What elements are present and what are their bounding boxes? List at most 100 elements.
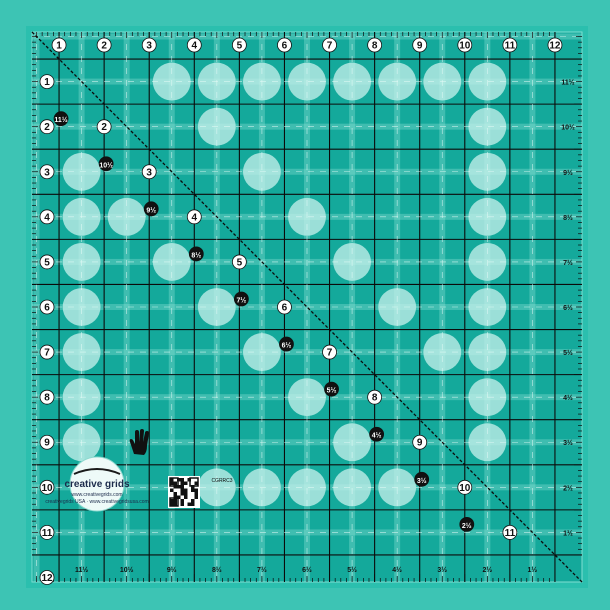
left-number-label: 2 [44,122,50,133]
diagonal-number-label: 11 [505,528,516,539]
diagonal-number-label: 10 [459,483,471,494]
left-number-bg [39,570,55,585]
diagonal-number-bg [502,525,518,540]
light-strip-h [32,349,582,356]
left-number: 9 [39,434,55,450]
qr-cell [170,502,174,506]
diagonal-fraction-label: 11½ [54,116,67,124]
diagonal-fraction-bg [98,156,114,172]
right-fraction: 2½ [563,484,573,492]
left-number: 7 [39,344,55,360]
qr-cell [170,488,174,492]
diagonal-fraction: 3½ [414,471,430,487]
top-number-label: 11 [505,41,516,52]
qr-cell [180,502,184,506]
left-number-bg [39,119,55,135]
qr-finder [169,477,179,487]
qr-cell [191,502,195,506]
light-strip-h [32,304,582,310]
diagonal-fraction-label: 3½ [417,477,427,485]
left-number: 6 [39,299,55,315]
hand-icon [129,429,149,455]
top-number-bg [141,37,157,53]
grid-circle [468,288,507,326]
right-fraction: 3½ [563,439,573,447]
top-number: 2 [96,37,112,53]
top-number-label: 10 [459,41,471,52]
diagonal-fraction-label: 8½ [191,251,201,259]
left-number-label: 1 [44,77,50,88]
diagonal-fraction: 5½ [324,381,339,397]
diagonal-number: 2 [96,119,112,135]
top-number-bg [186,37,202,53]
right-fraction: 9½ [563,169,573,177]
qr-finder [189,477,199,487]
bottom-fraction: 2½ [482,566,492,574]
diagonal-number: 6 [277,299,292,315]
right-fraction: 7½ [563,259,573,267]
qr-cell [194,481,198,485]
left-number: 3 [39,164,55,180]
qr-cell [180,492,184,496]
light-strip-h [32,168,582,175]
left-number: 8 [39,389,55,405]
diagonal-number-bg [457,479,473,495]
grid-circle [468,107,507,146]
creative-grids-logo: creative grids www.creativegrids.com cre… [45,456,149,512]
right-fraction: 5½ [563,349,573,357]
top-number-label: 4 [192,41,198,52]
top-number: 12 [547,37,563,53]
diagonal-number-label: 6 [282,303,288,314]
diagonal-fraction-bg [369,426,385,442]
qr-cell [194,488,198,492]
light-strip-h [32,529,582,536]
light-strip-h [32,123,582,130]
right-fraction: 8½ [563,214,573,222]
top-number-label: 6 [282,41,288,52]
top-number-label: 7 [327,41,333,52]
bottom-fraction: 6½ [302,566,312,574]
qr-cell [191,499,195,503]
diagonal-number-label: 2 [101,122,107,133]
left-number-label: 5 [44,257,50,268]
top-number-label: 3 [146,41,152,52]
left-number-label: 7 [44,348,50,359]
diagonal-number: 4 [186,209,202,225]
top-number-label: 2 [101,41,107,52]
diagonal-fraction: 6½ [279,336,294,352]
left-number: 2 [39,119,55,135]
bottom-fraction: 8½ [212,566,222,574]
qr-cell [173,502,177,506]
left-number-bg [39,74,55,89]
qr-cell [180,499,184,503]
diagonal-number: 3 [141,164,157,180]
top-number-label: 5 [237,41,243,52]
left-number-bg [39,254,55,270]
qr-cell [187,502,191,506]
left-number-bg [39,434,55,450]
diagonal-number-bg [96,119,112,135]
left-number-bg [39,164,55,180]
left-number-label: 9 [44,438,50,449]
grid-circle [333,468,372,507]
diagonal-number-label: 3 [146,167,152,178]
diagonal-number-label: 9 [417,438,423,449]
left-number: 5 [39,254,55,270]
diagonal-fraction-label: 4½ [372,432,382,440]
right-fraction: 10½ [561,124,575,132]
left-number: 4 [39,209,55,225]
top-number-bg [367,37,383,53]
bottom-fraction: 9½ [167,566,177,574]
top-number: 3 [141,37,157,53]
right-fraction: 11½ [561,79,574,87]
left-number-bg [39,525,55,540]
diagonal-fraction-bg [324,381,339,397]
right-fraction: 1½ [563,529,573,537]
qr-cell [180,478,184,482]
